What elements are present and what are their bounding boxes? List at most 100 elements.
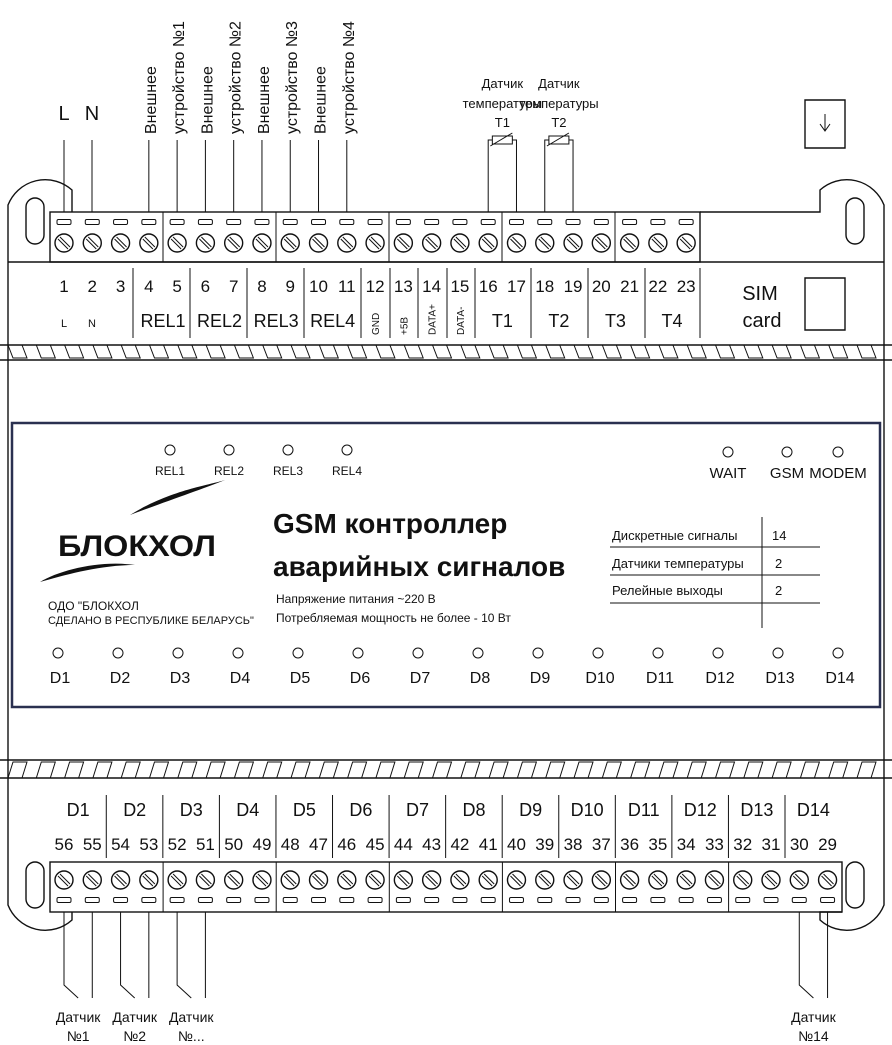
vent-tooth <box>658 344 679 359</box>
screw-slot-icon <box>283 238 295 250</box>
wire-clamp-slot <box>480 219 496 225</box>
screw-slot-icon <box>342 873 354 885</box>
sensor-label-line1: Датчик <box>112 1009 157 1025</box>
bottom-terminal-screw[interactable] <box>195 870 216 890</box>
input-led <box>712 647 724 659</box>
top-terminal-screw[interactable] <box>54 233 74 253</box>
top-terminal-screw[interactable] <box>223 233 244 253</box>
screw-slot-icon <box>285 236 297 248</box>
bottom-terminal-screw[interactable] <box>676 870 696 890</box>
bottom-terminal-screw[interactable] <box>252 870 272 890</box>
bottom-terminal-screw[interactable] <box>82 870 102 890</box>
bottom-terminal-screw[interactable] <box>337 870 357 890</box>
bottom-terminal-screw[interactable] <box>619 870 640 890</box>
bottom-terminal-number: 34 <box>677 835 696 854</box>
bottom-terminal-screw[interactable] <box>535 870 555 890</box>
screw-slot-icon <box>792 875 804 887</box>
bottom-terminal-screw[interactable] <box>139 870 159 890</box>
bottom-terminal-screw[interactable] <box>506 870 527 890</box>
bottom-terminal-screw[interactable] <box>789 870 809 890</box>
bottom-terminal-screw[interactable] <box>167 870 187 890</box>
sim-card-slot[interactable] <box>804 277 846 331</box>
top-terminal-screw[interactable] <box>676 233 696 253</box>
bottom-terminal-screw[interactable] <box>450 870 470 890</box>
bottom-terminal-screw[interactable] <box>223 870 244 890</box>
spec-value: 14 <box>772 528 786 543</box>
screw-slot-icon <box>679 875 691 887</box>
bottom-terminal-screw[interactable] <box>280 870 300 890</box>
screw-slot-icon <box>229 873 241 885</box>
top-terminal-screw[interactable] <box>563 233 583 253</box>
device-label-line1: Внешнее <box>256 66 273 134</box>
bottom-terminal-screw[interactable] <box>365 870 385 890</box>
screw-slot-icon <box>172 873 184 885</box>
top-terminal-screw[interactable] <box>591 233 612 253</box>
top-terminal-screw[interactable] <box>648 233 668 253</box>
input-group-label: D11 <box>628 800 660 820</box>
top-terminal-screw[interactable] <box>110 233 131 253</box>
top-terminal-screw[interactable] <box>393 233 414 253</box>
rel-led <box>341 444 353 456</box>
rel-led-label: REL3 <box>273 464 303 478</box>
bottom-terminal-screw[interactable] <box>761 870 781 890</box>
top-terminal-screw[interactable] <box>82 233 102 253</box>
bottom-terminal-screw[interactable] <box>421 870 442 890</box>
screw-slot-icon <box>823 873 834 885</box>
spec-key: Датчики температуры <box>612 556 744 571</box>
top-terminal-screw[interactable] <box>337 233 357 253</box>
bottom-terminal-screw[interactable] <box>110 870 131 890</box>
top-terminal-screw[interactable] <box>478 233 498 253</box>
bottom-terminal-screw[interactable] <box>817 870 838 890</box>
bottom-terminal-screw[interactable] <box>733 870 753 890</box>
spec-value: 2 <box>775 583 782 598</box>
screw-slot-icon <box>596 873 608 885</box>
top-terminal-screw[interactable] <box>308 233 329 253</box>
top-terminal-screw[interactable] <box>535 233 555 253</box>
bottom-terminal-screw[interactable] <box>563 870 583 890</box>
sensor-label-line1: Датчик <box>169 1009 214 1025</box>
screw-slot-icon <box>87 873 99 885</box>
input-led <box>532 647 544 659</box>
wire-clamp-slot <box>84 897 100 903</box>
bottom-terminal-screw[interactable] <box>393 870 414 890</box>
wire-clamp-slot <box>650 219 666 225</box>
top-terminal-screw[interactable] <box>619 233 640 253</box>
screw-slot-icon <box>172 236 184 248</box>
top-terminal-screw[interactable] <box>195 233 216 253</box>
bottom-terminal-screw[interactable] <box>54 870 74 890</box>
wire-clamp-slot <box>395 219 411 225</box>
bottom-terminal-number: 31 <box>762 835 781 854</box>
bottom-terminal-screw[interactable] <box>478 870 498 890</box>
bottom-terminal-screw[interactable] <box>648 870 668 890</box>
sim-label-2: card <box>743 310 782 332</box>
top-terminal-screw[interactable] <box>139 233 159 253</box>
wire-clamp-slot <box>480 897 496 903</box>
screw-slot-icon <box>285 873 297 885</box>
wire-clamp-slot <box>169 897 185 903</box>
vent-tooth <box>856 344 877 359</box>
top-terminal-screw[interactable] <box>450 233 470 253</box>
bottom-terminal-screw[interactable] <box>704 870 725 890</box>
bottom-terminal-screw[interactable] <box>308 870 329 890</box>
top-terminal-screw[interactable] <box>506 233 527 253</box>
top-terminal-screw[interactable] <box>252 233 272 253</box>
vent-tooth <box>460 761 481 779</box>
screw-slot-icon <box>144 236 156 248</box>
wire-clamp-slot <box>735 897 751 903</box>
screw-slot-icon <box>57 238 69 250</box>
top-terminal-screw[interactable] <box>365 233 385 253</box>
screw-slot-icon <box>370 873 382 885</box>
wire-clamp-slot <box>508 897 524 903</box>
screw-slot-icon <box>510 238 521 250</box>
top-terminal-screw[interactable] <box>167 233 187 253</box>
top-terminal-screw[interactable] <box>280 233 300 253</box>
bottom-terminal-screw[interactable] <box>591 870 612 890</box>
top-terminal-screw[interactable] <box>421 233 442 253</box>
input-led <box>172 647 184 659</box>
sensor-label-line1: Датчик <box>56 1009 101 1025</box>
vent-tooth <box>516 344 538 359</box>
screw-slot-icon <box>738 873 750 885</box>
spec-value: 2 <box>775 556 782 571</box>
download-port[interactable] <box>804 99 846 149</box>
top-terminal-number: 4 <box>144 277 153 296</box>
